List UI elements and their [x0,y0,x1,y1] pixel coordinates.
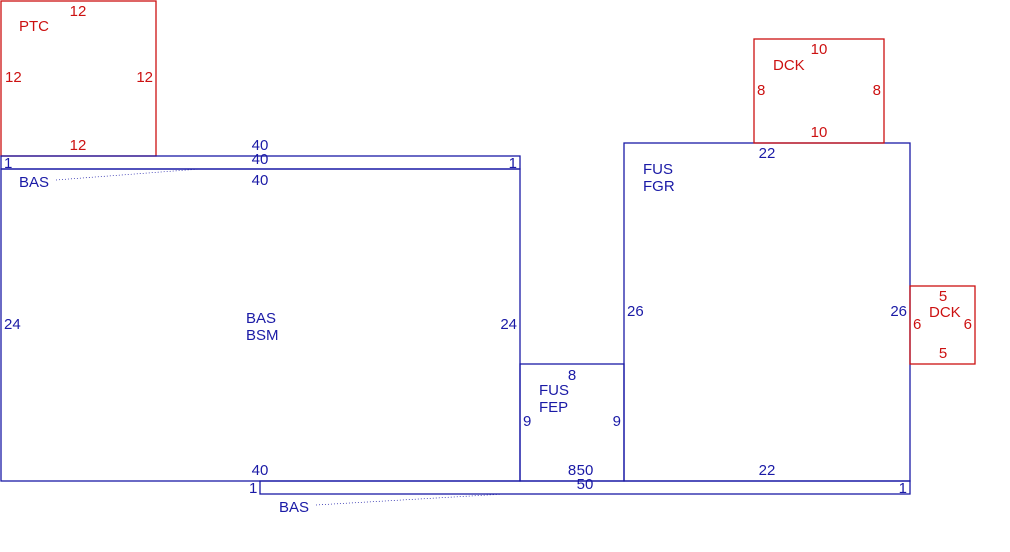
room-fus-fep-bottom-dim: 8 [568,462,576,479]
room-dck-top-right-dim: 8 [873,82,881,99]
strip-bas-top-left-dim: 1 [4,155,12,172]
room-fus-fgr-top-dim: 22 [759,145,776,162]
strip-bas-bottom-bottom-dim: 50 [577,476,594,493]
room-ptc-top-dim: 12 [70,3,87,20]
room-fus-fep-top-dim: 8 [568,367,576,384]
room-bas-bsm-right-dim: 24 [500,316,517,333]
strip-bas-bottom: 50 50 1 1 BAS [249,462,911,516]
room-bas-bsm-name2: BSM [246,327,279,344]
room-dck-top: DCK 10 10 8 8 [753,38,885,144]
room-fus-fgr-right-dim: 26 [890,303,907,320]
strip-bas-bottom-left-dim: 1 [249,480,257,497]
room-ptc-name: PTC [19,18,49,35]
room-dck-right-bottom-dim: 5 [939,345,947,362]
strip-bas-bottom-right-dim: 1 [899,480,907,497]
strip-bas-top-top-dim: 40 [252,137,269,154]
room-ptc-bottom-dim: 12 [70,137,87,154]
strip-bas-bottom-tag: BAS [279,499,309,516]
room-dck-top-bottom-dim: 10 [811,124,828,141]
room-ptc-left-dim: 12 [5,69,22,86]
room-bas-bsm-top-dim: 40 [252,172,269,189]
room-dck-right: DCK 5 5 6 6 [909,285,976,365]
room-fus-fgr-name1: FUS [643,161,673,178]
strip-bas-top-leader [55,168,201,181]
room-bas-bsm-left-dim: 24 [4,316,21,333]
room-fus-fep-name1: FUS [539,382,569,399]
room-fus-fep-right-dim: 9 [613,413,621,430]
strip-bas-top-bottom-dim: 40 [252,151,269,168]
strip-bas-bottom-top-dim: 50 [577,462,594,479]
room-fus-fep-name2: FEP [539,399,568,416]
room-fus-fgr: FUS FGR 22 22 26 26 [623,142,911,482]
room-ptc-right-dim: 12 [136,69,153,86]
strip-bas-top-right-dim: 1 [509,155,517,172]
room-bas-bsm: BAS BSM 40 40 24 24 [0,168,521,482]
room-fus-fep-left-dim: 9 [523,413,531,430]
room-ptc: PTC 12 12 12 12 [0,0,157,157]
room-fus-fgr-left-dim: 26 [627,303,644,320]
room-dck-top-top-dim: 10 [811,41,828,58]
strip-bas-bottom-leader [315,493,506,506]
room-fus-fgr-name2: FGR [643,178,675,195]
room-dck-right-left-dim: 6 [913,316,921,333]
room-bas-bsm-bottom-dim: 40 [252,462,269,479]
room-bas-bsm-name1: BAS [246,310,276,327]
room-fus-fgr-bottom-dim: 22 [759,462,776,479]
strip-bas-top-tag: BAS [19,174,49,191]
room-fus-fep: FUS FEP 8 8 9 9 [519,363,625,482]
room-dck-top-left-dim: 8 [757,82,765,99]
room-dck-right-right-dim: 6 [964,316,972,333]
room-dck-top-name: DCK [773,57,805,74]
room-dck-right-outline [909,285,976,365]
room-dck-top-outline [753,38,885,144]
room-dck-right-top-dim: 5 [939,288,947,305]
room-dck-right-name: DCK [929,304,961,321]
strip-bas-bottom-outline [259,480,911,495]
